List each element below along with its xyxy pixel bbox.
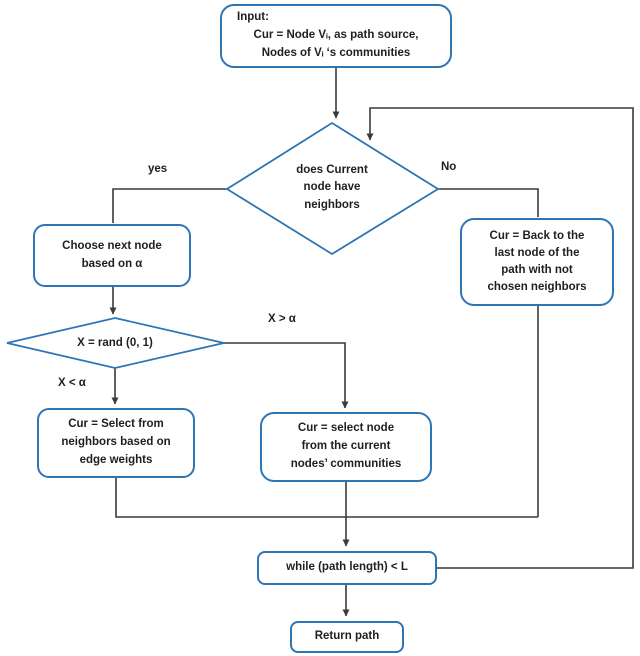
select-from-communities-text: Cur = select node from the current nodes…	[290, 422, 402, 470]
label-x-less-alpha: X < α	[58, 377, 86, 389]
back-to-last-node-box: Cur = Back to the last node of the path …	[460, 218, 614, 306]
edge-select-neighbors-merge	[115, 478, 538, 518]
decision-has-neighbors-text: does Current node have neighbors	[296, 164, 368, 211]
choose-next-node-box: Choose next node based on α	[33, 224, 191, 287]
label-no: No	[441, 161, 457, 173]
select-from-neighbors-text: Cur = Select from neighbors based on edg…	[61, 418, 171, 466]
decision-rand-diamond	[6, 317, 225, 369]
while-condition-text: while (path length) < L	[286, 561, 408, 574]
select-from-neighbors-box: Cur = Select from neighbors based on edg…	[37, 408, 195, 478]
select-from-communities-box: Cur = select node from the current nodes…	[260, 412, 432, 482]
choose-next-node-text: Choose next node based on α	[62, 239, 162, 270]
edge-decision-no-to-back	[438, 188, 539, 217]
label-yes: yes	[148, 163, 168, 175]
inputs-box: Input: Cur = Node Vᵢ, as path source, No…	[220, 4, 452, 68]
label-x-greater-alpha: X > α	[268, 313, 296, 325]
return-path-box: Return path	[290, 621, 404, 653]
inputs-title: Input:	[237, 11, 269, 24]
edge-decision-yes-to-choose	[112, 188, 227, 223]
return-path-text: Return path	[314, 630, 380, 643]
decision-has-neighbors-diamond	[225, 121, 440, 256]
edge-while-loopback-to-decision	[366, 107, 634, 569]
inputs-text: Cur = Node Vᵢ, as path source, Nodes of …	[253, 29, 419, 59]
back-to-last-node-text: Cur = Back to the last node of the path …	[487, 229, 587, 294]
while-condition-box: while (path length) < L	[257, 551, 437, 585]
edge-rand-xgreater-to-select-community	[224, 342, 349, 409]
decision-rand-text: X = rand (0, 1)	[77, 337, 153, 349]
